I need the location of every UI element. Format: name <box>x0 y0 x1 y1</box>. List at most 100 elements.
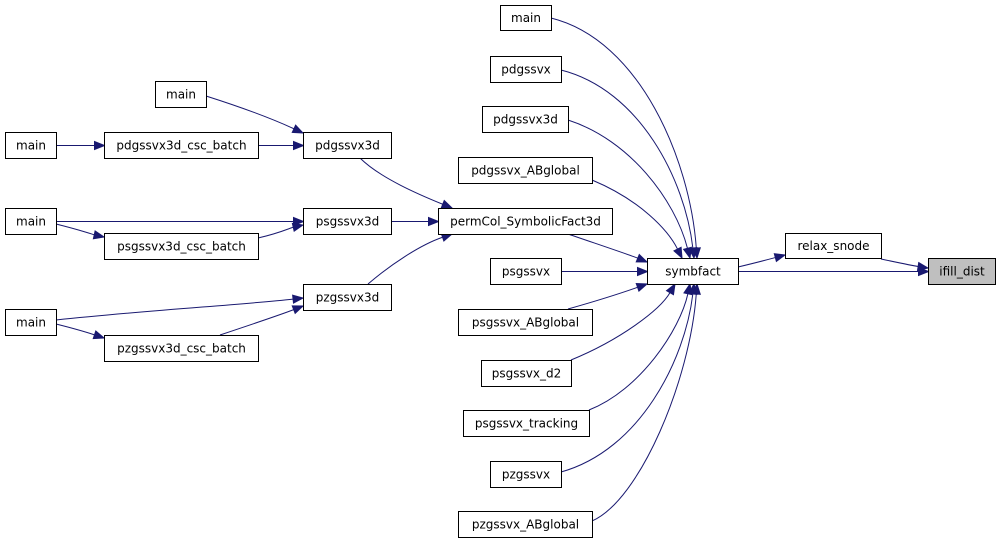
node-psgssvx-tracking[interactable]: psgssvx_tracking <box>463 410 590 437</box>
edge-main-pd-batch-to-pdgssvx3d-csc-batch <box>56 140 106 151</box>
node-main-pd[interactable]: main <box>155 81 207 108</box>
node-label: pzgssvx <box>502 468 550 482</box>
node-pzgssvx3d-csc-batch[interactable]: pzgssvx3d_csc_batch <box>104 335 259 362</box>
node-label: symbfact <box>665 265 721 279</box>
node-pdgssvx3d-csc-batch[interactable]: pdgssvx3d_csc_batch <box>104 132 259 159</box>
node-box <box>5 309 57 336</box>
edge-line <box>55 323 96 336</box>
node-label: pdgssvx_ABglobal <box>471 164 580 178</box>
edge-arrowhead <box>773 253 787 263</box>
node-pzgssvx[interactable]: pzgssvx <box>490 461 562 488</box>
node-box <box>490 258 562 285</box>
edges-layer <box>55 17 930 522</box>
nodes-layer: ifill_dist relax_snode symbfact main pdgssvx… <box>5 5 996 538</box>
node-label: pdgssvx3d_csc_batch <box>116 139 246 153</box>
node-pzgssvx3d[interactable]: pzgssvx3d <box>303 284 392 311</box>
edge-line <box>55 298 294 321</box>
edge-arrowhead <box>682 246 692 260</box>
edge-pdgssvx3d-csc-batch-to-pdgssvx3d-l <box>258 140 305 151</box>
node-box <box>500 5 552 31</box>
node-box <box>928 258 996 285</box>
node-main-ps[interactable]: main <box>5 208 57 235</box>
node-label: pdgssvx3d <box>315 139 380 153</box>
node-box <box>482 106 569 133</box>
node-label: ifill_dist <box>939 265 985 279</box>
edge-line <box>550 17 697 249</box>
edge-line <box>219 309 294 336</box>
edge-line <box>737 257 776 268</box>
node-main-pd-batch[interactable]: main <box>5 132 57 159</box>
node-box <box>5 208 57 235</box>
node-label: main <box>511 11 541 25</box>
node-box <box>104 335 259 362</box>
node-pdgssvx3d-r[interactable]: pdgssvx3d <box>482 106 569 133</box>
edge-psgssvx-d2-to-symbfact <box>570 282 676 361</box>
node-label: pzgssvx_ABglobal <box>472 518 579 532</box>
edge-arrowhead <box>291 124 305 134</box>
edge-pdgssvx3d-l-to-permCol-SymbolicFact3d <box>359 157 454 209</box>
node-box <box>303 132 392 159</box>
edge-main-ps-to-psgssvx3d-csc-batch <box>55 223 106 240</box>
node-main-top[interactable]: main <box>500 5 552 31</box>
edge-arrowhead <box>673 246 683 260</box>
node-box <box>490 56 562 83</box>
node-label: psgssvx_d2 <box>492 367 561 381</box>
node-box <box>458 157 593 184</box>
node-psgssvx-d2[interactable]: psgssvx_d2 <box>481 360 572 387</box>
node-label: main <box>16 316 46 330</box>
node-psgssvx-ABglobal[interactable]: psgssvx_ABglobal <box>458 309 593 336</box>
edge-line <box>567 233 638 259</box>
edge-arrowhead <box>635 253 649 263</box>
node-box <box>104 132 259 159</box>
edge-psgssvx3d-csc-batch-to-psgssvx3d <box>257 222 305 239</box>
node-box <box>785 233 882 259</box>
node-psgssvx3d-csc-batch[interactable]: psgssvx3d_csc_batch <box>104 233 259 260</box>
edge-line <box>588 293 689 411</box>
node-psgssvx3d[interactable]: psgssvx3d <box>303 208 392 235</box>
node-label: pdgssvx <box>501 63 551 77</box>
node-pzgssvx-ABglobal[interactable]: pzgssvx_ABglobal <box>458 511 593 538</box>
edge-line <box>560 293 694 473</box>
node-pdgssvx3d-l[interactable]: pdgssvx3d <box>303 132 392 159</box>
edge-arrowhead <box>637 266 649 277</box>
edge-line <box>591 293 697 522</box>
edge-line <box>570 292 671 361</box>
edge-psgssvx-ABglobal-to-symbfact <box>567 283 649 310</box>
node-label: permCol_SymbolicFact3d <box>450 215 601 229</box>
node-permCol-SymbolicFact3d[interactable]: permCol_SymbolicFact3d <box>438 208 613 235</box>
node-label: main <box>16 215 46 229</box>
node-ifill-dist[interactable]: ifill_dist <box>928 258 996 285</box>
node-relax-snode[interactable]: relax_snode <box>785 233 882 259</box>
node-pdgssvx-ABglobal[interactable]: pdgssvx_ABglobal <box>458 157 593 184</box>
edge-main-ps-to-psgssvx3d <box>56 216 305 227</box>
node-label: psgssvx <box>502 265 550 279</box>
edge-arrowhead <box>918 266 930 277</box>
node-label: psgssvx_tracking <box>475 417 578 431</box>
edge-arrowhead <box>440 199 454 209</box>
edge-arrowhead <box>635 283 649 292</box>
edge-line <box>567 286 638 310</box>
node-psgssvx[interactable]: psgssvx <box>490 258 562 285</box>
edge-line <box>560 69 694 249</box>
edge-arrowhead <box>691 282 701 295</box>
node-pdgssvx[interactable]: pdgssvx <box>490 56 562 83</box>
edge-symbfact-to-relax-snode <box>737 253 787 268</box>
node-label: main <box>16 139 46 153</box>
edge-arrowhead <box>293 140 305 151</box>
node-box <box>5 132 57 159</box>
node-box <box>458 511 593 538</box>
edge-line <box>880 258 919 267</box>
edge-line <box>367 236 443 285</box>
edge-arrowhead <box>94 140 106 151</box>
edge-pdgssvx3d-r-to-symbfact <box>567 119 692 260</box>
edge-arrowhead <box>92 230 106 240</box>
node-main-pz[interactable]: main <box>5 309 57 336</box>
edge-line <box>567 119 688 249</box>
node-label: pdgssvx3d <box>493 113 558 127</box>
edge-line <box>359 157 443 205</box>
node-symbfact[interactable]: symbfact <box>647 258 739 285</box>
edge-permCol-SymbolicFact3d-to-symbfact <box>567 233 649 263</box>
edge-psgssvx-to-symbfact <box>561 266 649 277</box>
node-box <box>303 208 392 235</box>
